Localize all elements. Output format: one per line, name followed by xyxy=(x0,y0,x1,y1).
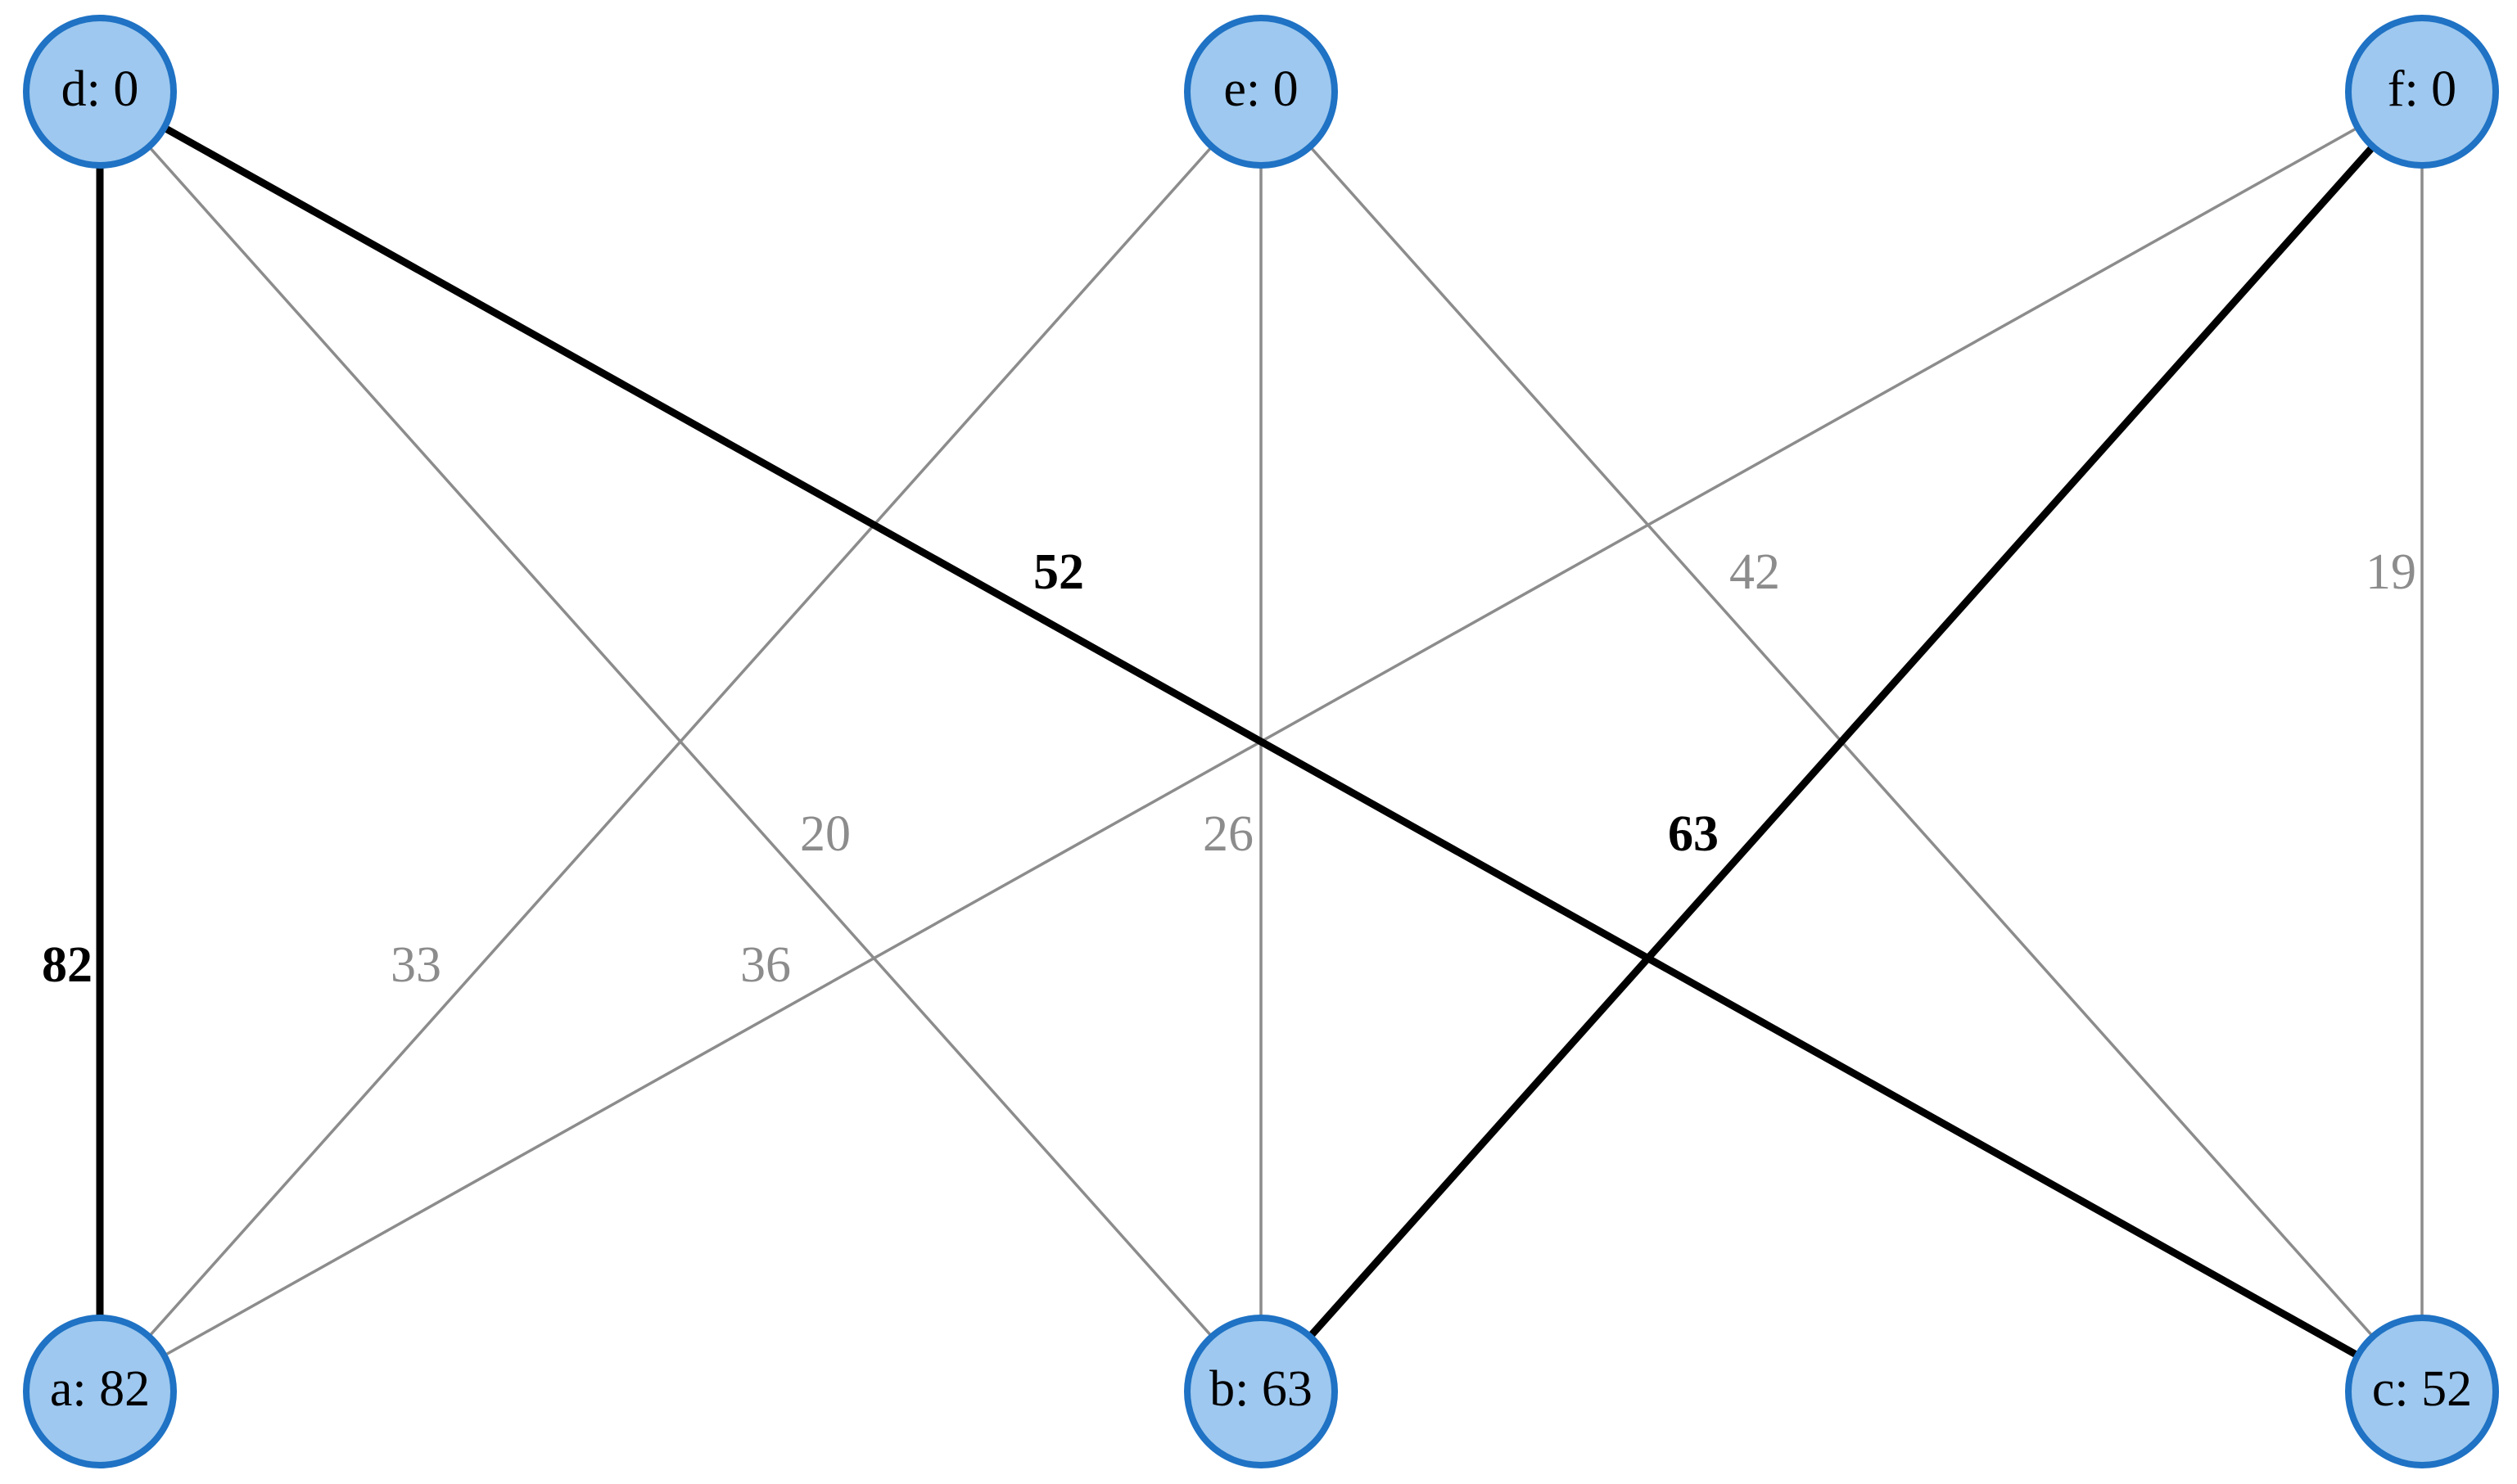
edge-weight-d-b: 20 xyxy=(800,806,851,862)
node-label-c: c: 52 xyxy=(2372,1361,2472,1417)
node-label-b: b: 63 xyxy=(1209,1361,1313,1417)
node-e: e: 0 xyxy=(1184,15,1338,169)
node-label-d: d: 0 xyxy=(61,61,139,117)
edge-e-a xyxy=(98,90,1263,1393)
node-circle-f xyxy=(2345,15,2499,169)
node-a: a: 82 xyxy=(23,1315,177,1468)
edge-weight-e-a: 33 xyxy=(391,937,441,993)
edge-weight-e-c: 42 xyxy=(1729,544,1780,600)
node-label-e: e: 0 xyxy=(1223,61,1298,117)
edge-weights-layer: 82 20 52 33 26 42 36 63 19 xyxy=(42,544,2416,993)
edge-weight-f-c: 19 xyxy=(2366,544,2416,600)
node-circle-c xyxy=(2345,1315,2499,1468)
node-d: d: 0 xyxy=(23,15,177,169)
node-c: c: 52 xyxy=(2345,1315,2499,1468)
node-b: b: 63 xyxy=(1184,1315,1338,1468)
edge-f-b xyxy=(1258,89,2425,1394)
edge-weight-d-a: 82 xyxy=(42,937,93,993)
node-circle-d xyxy=(23,15,177,169)
node-circle-a xyxy=(23,1315,177,1468)
node-circle-b xyxy=(1184,1315,1338,1468)
edges-layer xyxy=(96,88,2425,1395)
nodes-layer: d: 0 e: 0 f: 0 a: 82 b: 63 c: 52 xyxy=(23,15,2499,1468)
edge-weight-e-b: 26 xyxy=(1203,806,1254,862)
edge-weight-f-a: 36 xyxy=(740,937,791,993)
node-circle-e xyxy=(1184,15,1338,169)
node-f: f: 0 xyxy=(2345,15,2499,169)
edge-weight-d-c: 52 xyxy=(1033,544,1084,600)
edge-d-c xyxy=(97,88,2424,1395)
node-label-f: f: 0 xyxy=(2388,61,2456,117)
edge-weight-f-b: 63 xyxy=(1668,806,1719,862)
node-label-a: a: 82 xyxy=(50,1361,150,1417)
